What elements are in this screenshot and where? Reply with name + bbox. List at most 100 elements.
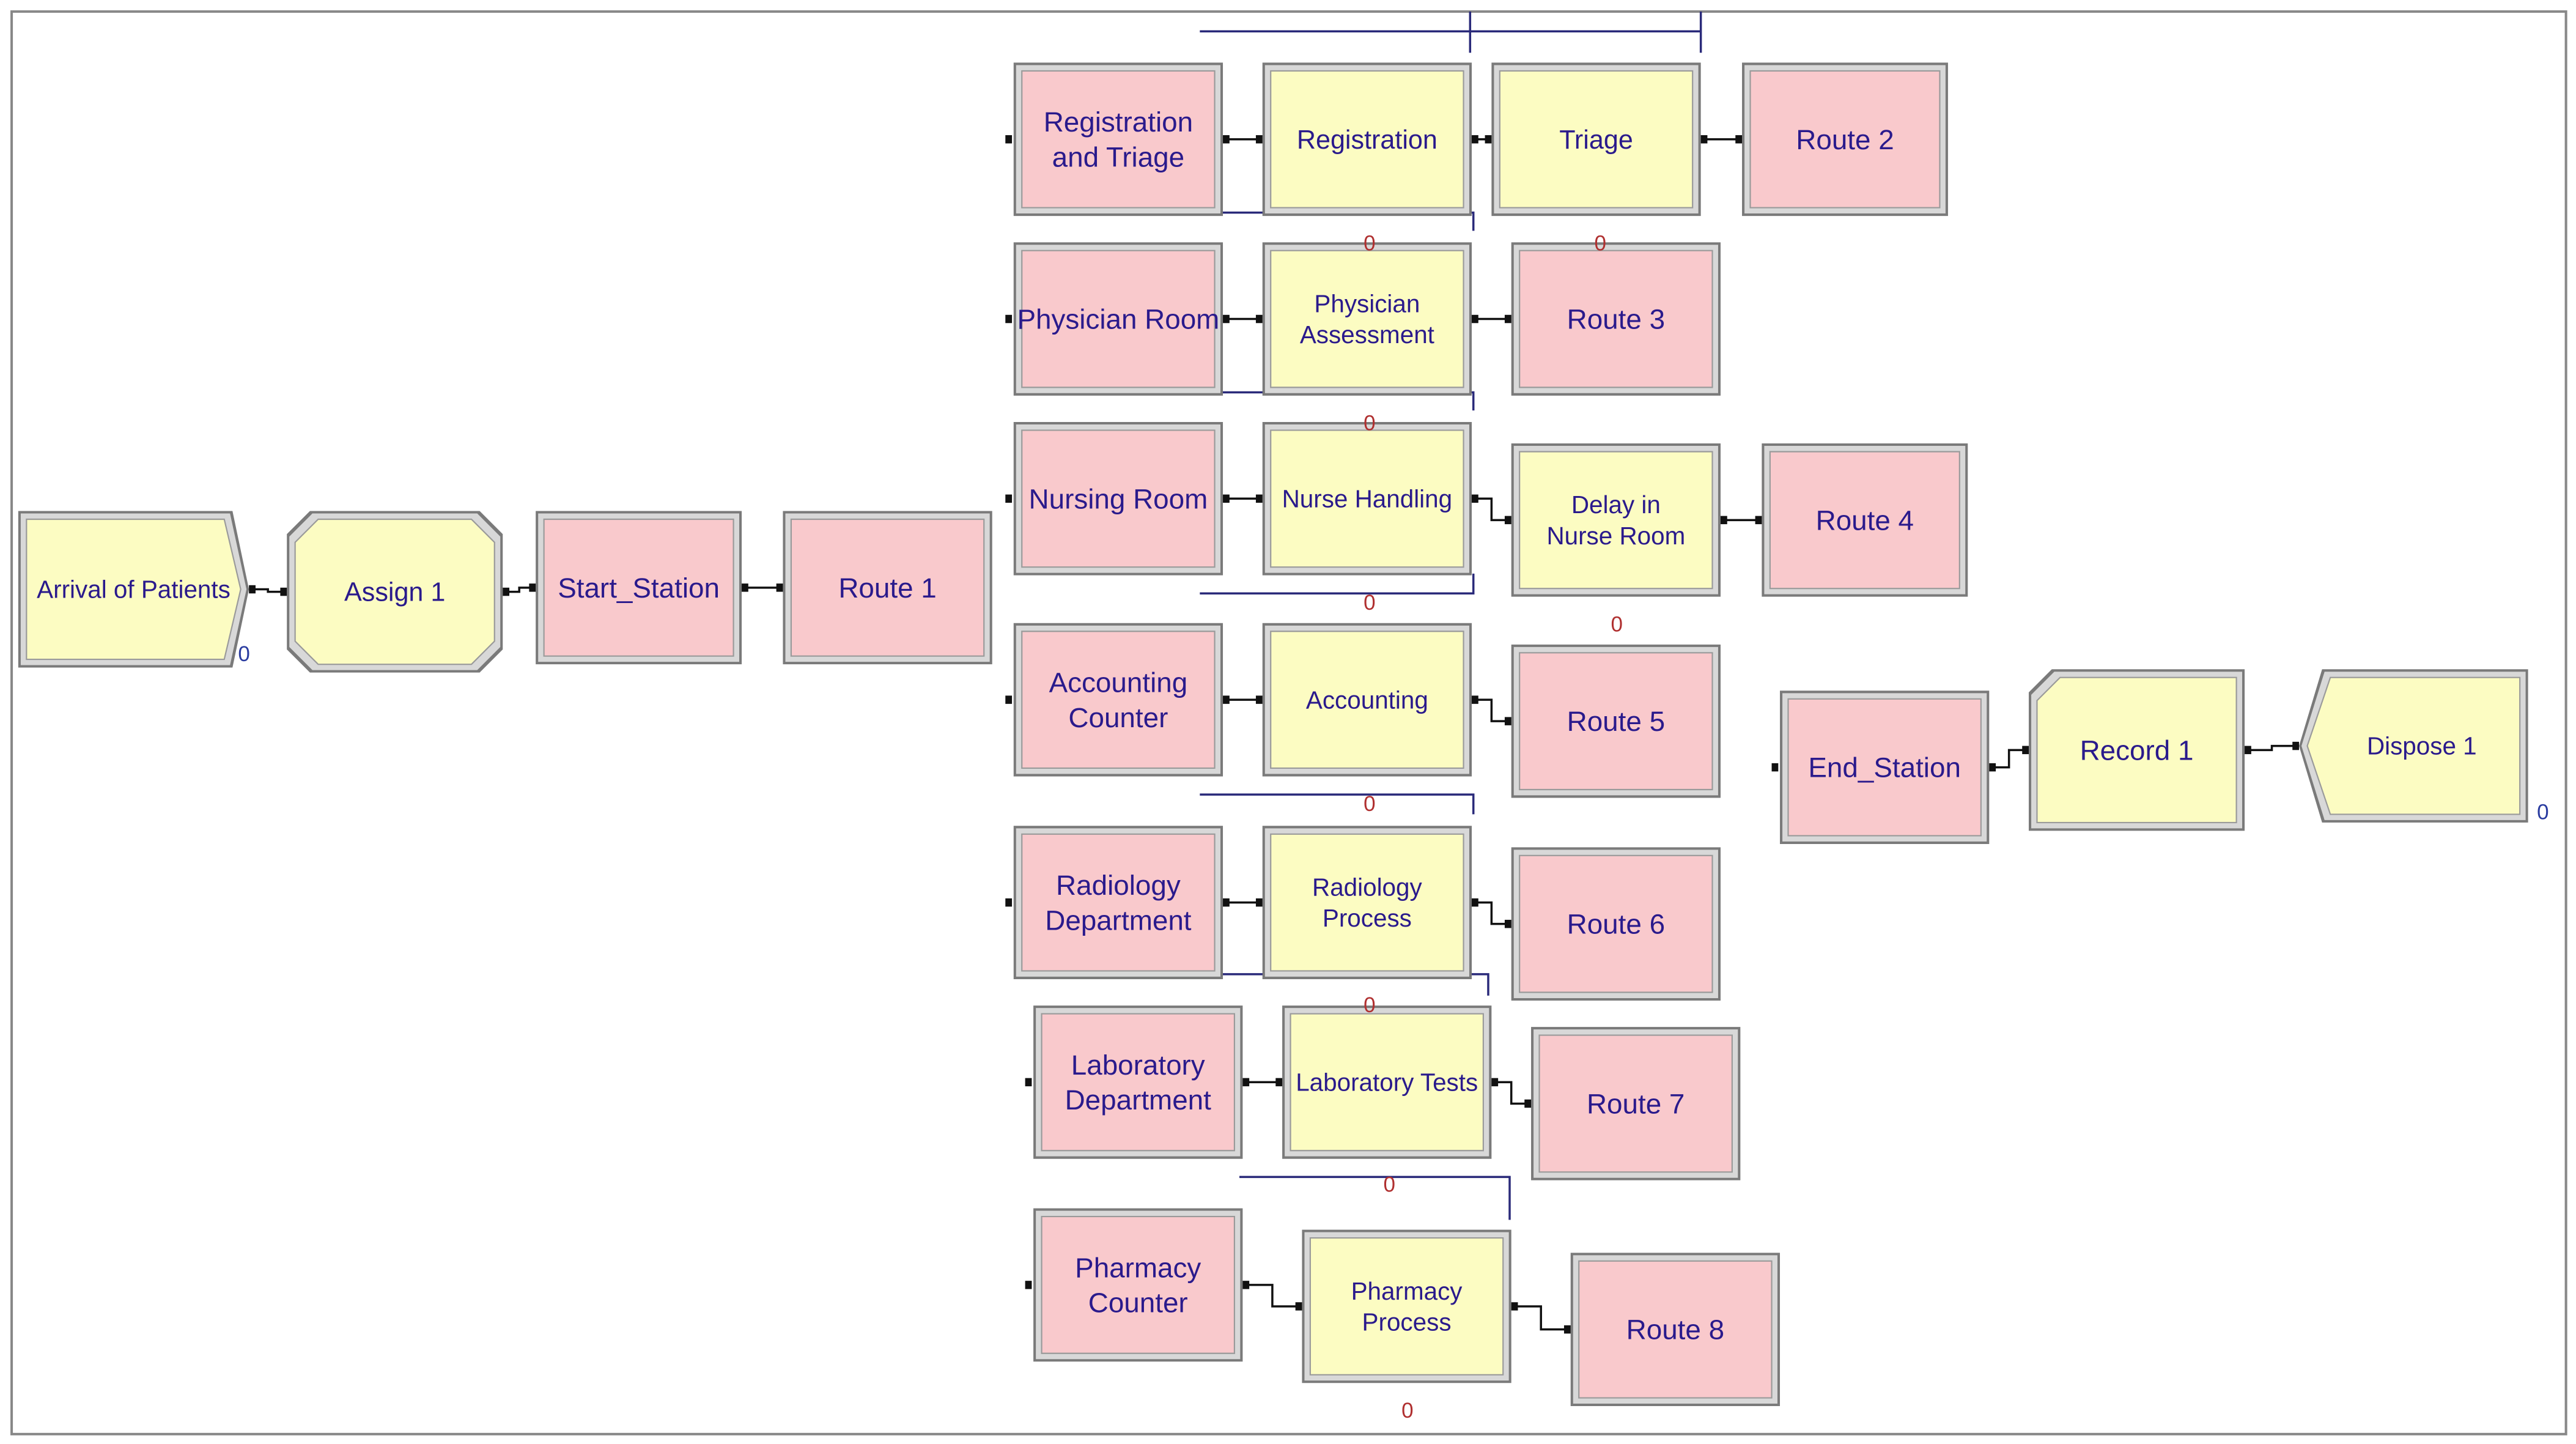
entry-point[interactable] [1005, 898, 1013, 907]
module-face [1270, 429, 1464, 568]
module-label-nursing-room: Nursing Room [1029, 483, 1208, 514]
exit-point[interactable] [1223, 135, 1230, 144]
module-dispose1[interactable]: Dispose 1 [2299, 669, 2528, 823]
entry-point[interactable] [1504, 314, 1511, 324]
module-assign1[interactable]: Assign 1 [287, 511, 503, 673]
entry-point[interactable] [1005, 494, 1013, 503]
entry-point[interactable] [1735, 135, 1743, 144]
entry-point[interactable] [1504, 516, 1511, 525]
entry-point[interactable] [1255, 898, 1263, 907]
entry-point[interactable] [1275, 1078, 1283, 1087]
exit-point[interactable] [1989, 763, 1996, 772]
module-record1[interactable]: Record 1 [2028, 669, 2245, 831]
module-route6[interactable]: Route 6 [1511, 847, 1721, 1001]
connector-arrival-to-assign1[interactable] [250, 588, 286, 593]
entry-point[interactable] [1025, 1078, 1032, 1087]
exit-point[interactable] [1491, 1078, 1499, 1087]
module-label-physician-assessment-line1: Physician [1314, 289, 1420, 317]
entry-point[interactable] [1005, 314, 1013, 324]
entry-point[interactable] [1504, 919, 1511, 928]
exit-point[interactable] [1223, 898, 1230, 907]
connector-end-station-to-record1[interactable] [1991, 749, 2028, 769]
module-route7[interactable]: Route 7 [1531, 1027, 1741, 1180]
module-route3[interactable]: Route 3 [1511, 242, 1721, 396]
entry-point[interactable] [2022, 746, 2029, 755]
module-label-reg-triage-line1: Registration [1044, 106, 1193, 138]
module-label-registration: Registration [1297, 125, 1437, 155]
module-route2[interactable]: Route 2 [1742, 62, 1948, 217]
connector-pharmacy-counter-to-pharmacy-process[interactable] [1244, 1284, 1301, 1308]
exit-point[interactable] [1223, 494, 1230, 503]
module-arrival[interactable]: Arrival of Patients [18, 511, 249, 668]
exit-point[interactable] [1472, 898, 1478, 907]
module-laboratory-tests[interactable]: Laboratory Tests [1282, 1005, 1492, 1159]
module-label-arrival: Arrival of Patients [37, 576, 231, 604]
entry-point[interactable] [1755, 516, 1762, 525]
module-route4[interactable]: Route 4 [1762, 443, 1968, 597]
connector-laboratory-tests-to-route7[interactable] [1493, 1081, 1530, 1105]
entry-point[interactable] [1295, 1302, 1302, 1311]
connector-nurse-handling-to-delay-nurse-room[interactable] [1473, 497, 1510, 522]
entry-point[interactable] [1504, 717, 1511, 725]
entry-point[interactable] [1485, 135, 1492, 144]
entry-point[interactable] [1255, 494, 1263, 503]
exit-point[interactable] [1472, 135, 1478, 144]
entry-point[interactable] [1255, 314, 1263, 324]
module-start-station[interactable]: Start_Station [536, 511, 742, 665]
module-physician-room[interactable]: Physician Room [1013, 242, 1223, 396]
entry-point[interactable] [1255, 695, 1263, 704]
entry-point[interactable] [1255, 135, 1263, 144]
connector-pharmacy-process-to-route8[interactable] [1513, 1305, 1570, 1331]
entry-point[interactable] [776, 583, 783, 592]
exit-point[interactable] [1242, 1281, 1250, 1289]
entry-point[interactable] [1005, 695, 1013, 704]
entry-point[interactable] [1005, 135, 1013, 144]
exit-point[interactable] [249, 585, 256, 594]
connector-accounting-to-route5[interactable] [1473, 698, 1510, 722]
exit-point[interactable] [1223, 695, 1230, 704]
module-label-pharmacy-counter-line2: Counter [1088, 1287, 1188, 1319]
entry-point[interactable] [529, 583, 536, 592]
entry-point[interactable] [1771, 763, 1779, 772]
entry-point[interactable] [1524, 1099, 1532, 1108]
exit-point[interactable] [1472, 494, 1478, 503]
entry-point[interactable] [280, 587, 287, 596]
exit-point[interactable] [1223, 314, 1230, 324]
module-face [790, 518, 985, 657]
exit-point[interactable] [1720, 516, 1727, 525]
exit-point[interactable] [1472, 314, 1478, 324]
module-label-route2: Route 2 [1796, 124, 1894, 155]
exit-point[interactable] [1242, 1078, 1250, 1087]
connector-record1-to-dispose1[interactable] [2246, 744, 2298, 752]
module-triage[interactable]: Triage [1491, 62, 1701, 217]
exit-point[interactable] [2245, 746, 2251, 755]
exit-point[interactable] [1700, 135, 1708, 144]
module-route8[interactable]: Route 8 [1570, 1253, 1781, 1407]
exit-point[interactable] [503, 587, 510, 596]
module-nursing-room[interactable]: Nursing Room [1013, 421, 1223, 576]
connector-assign1-to-start-station[interactable] [504, 587, 534, 593]
counter-pharmacy-process: 0 [1401, 1399, 1413, 1423]
exit-point[interactable] [1472, 695, 1478, 704]
module-accounting[interactable]: Accounting [1262, 623, 1472, 777]
entry-point[interactable] [2292, 741, 2300, 750]
module-route5[interactable]: Route 5 [1511, 644, 1721, 798]
entry-point[interactable] [1025, 1281, 1032, 1289]
module-registration[interactable]: Registration [1262, 62, 1472, 217]
entry-point[interactable] [1563, 1325, 1571, 1334]
exit-point[interactable] [1511, 1302, 1518, 1311]
connector-radiology-process-to-route6[interactable] [1473, 901, 1510, 925]
module-route1[interactable]: Route 1 [783, 511, 992, 665]
exit-point[interactable] [742, 583, 748, 592]
module-nurse-handling[interactable]: Nurse Handling [1262, 421, 1472, 576]
module-end-station[interactable]: End_Station [1780, 691, 1990, 844]
